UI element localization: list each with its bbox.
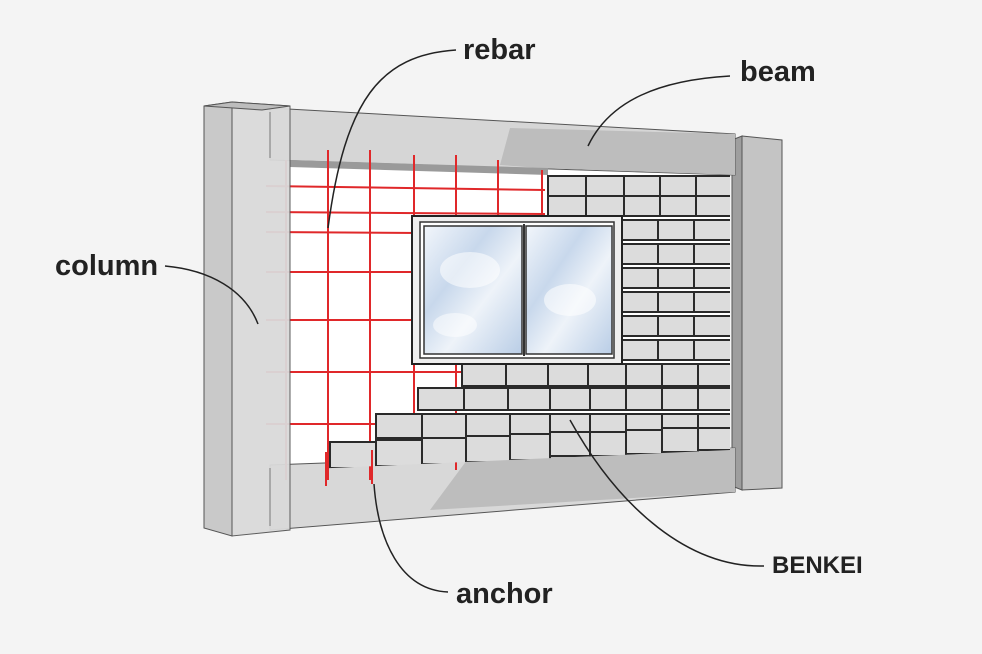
rebar-leader [327, 49, 457, 229]
beam-leader [587, 75, 731, 147]
window [411, 215, 623, 365]
leader-lines [164, 49, 765, 593]
column-leader [164, 265, 259, 325]
top-beam [269, 107, 736, 176]
beam-label: beam [740, 56, 816, 88]
anchor-bars [325, 450, 373, 486]
benkei-block-wall [329, 175, 730, 469]
rebar-label: rebar [463, 34, 536, 66]
left-column [203, 101, 291, 537]
benkei-label: BENKEI [772, 552, 863, 579]
anchor-leader [373, 483, 449, 593]
anchor-label: anchor [456, 578, 553, 610]
benkei-leader [569, 419, 765, 567]
column-label: column [55, 250, 159, 282]
right-column [731, 135, 783, 491]
